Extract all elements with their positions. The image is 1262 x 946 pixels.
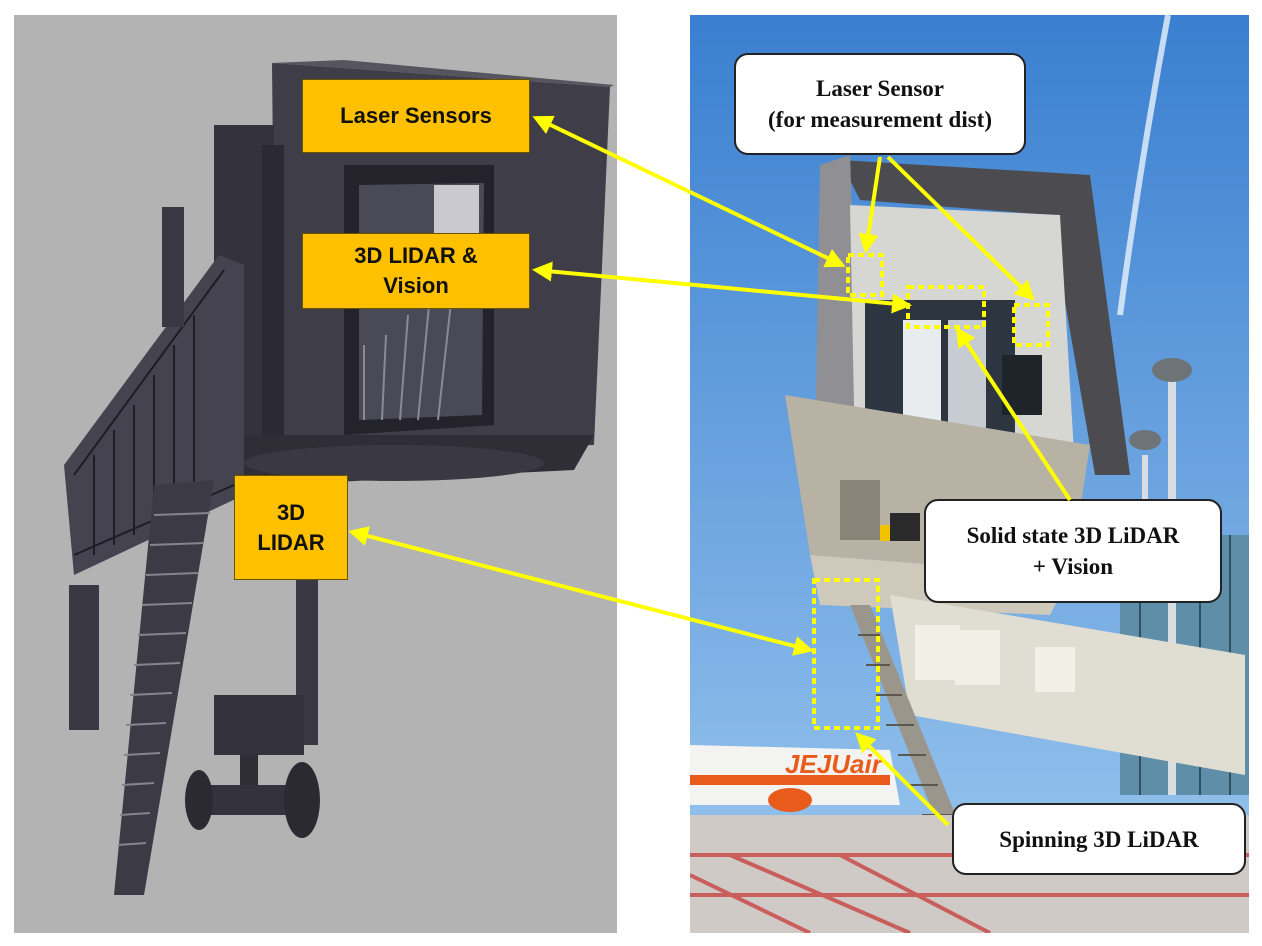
lidar-label: 3D LIDAR (234, 475, 348, 580)
model-render-panel: Laser Sensors 3D LIDAR & Vision 3D LIDAR (14, 15, 617, 933)
photo-panel: JEJUair Laser Sensor (for measurement di… (690, 15, 1249, 933)
spinning-lidar-callout: Spinning 3D LiDAR (952, 803, 1246, 875)
solid-state-callout-line2: + Vision (1032, 554, 1114, 579)
solid-state-callout-line1: Solid state 3D LiDAR (966, 523, 1180, 548)
laser-sensor-callout: Laser Sensor (for measurement dist) (734, 53, 1026, 155)
lidar-text-line1: 3D (276, 499, 306, 525)
laser-sensor-callout-line2: (for measurement dist) (768, 107, 992, 132)
laser-sensors-text: Laser Sensors (340, 103, 492, 128)
lidar-vision-text-line2: Vision (383, 273, 449, 298)
laser-sensors-label: Laser Sensors (302, 79, 530, 153)
spinning-callout-text: Spinning 3D LiDAR (999, 826, 1199, 852)
aircraft-livery-text: JEJUair (785, 749, 884, 779)
lidar-vision-text-line1: 3D LIDAR & (354, 243, 478, 268)
lidar-vision-label: 3D LIDAR & Vision (302, 233, 530, 309)
boarding-bridge-model-image (64, 60, 614, 895)
spinning-lidar-marker (812, 578, 880, 730)
solid-state-lidar-callout: Solid state 3D LiDAR + Vision (924, 499, 1222, 603)
lidar-text-line2: LIDAR (257, 529, 325, 555)
laser-sensor-callout-line1: Laser Sensor (816, 76, 944, 101)
